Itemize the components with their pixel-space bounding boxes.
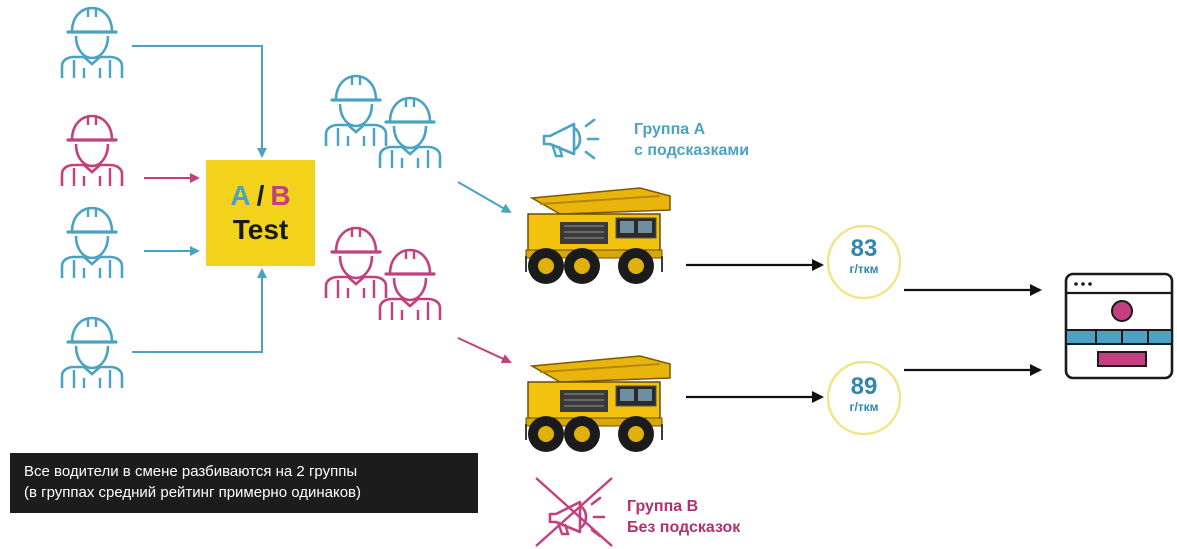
group-a-label: Группа А с подсказками <box>634 119 749 161</box>
metric-a-value: 83 <box>850 235 878 262</box>
crossed-megaphone-icon <box>535 477 613 547</box>
metric-group-a: 83 г/ткм <box>828 235 900 277</box>
ab-letter-a: A <box>230 180 251 211</box>
group-b-subtitle: Без подсказок <box>627 519 741 536</box>
ab-test-label: Test <box>232 214 289 245</box>
ab-slash: / <box>256 180 265 211</box>
connector-arrow <box>457 181 512 213</box>
worker-icon <box>60 316 124 390</box>
metric-b-value: 89 <box>850 373 878 400</box>
worker-icon <box>60 6 124 80</box>
ab-letter-b: B <box>270 180 291 211</box>
megaphone-icon <box>542 118 600 160</box>
group-b-title: Группа В <box>627 498 699 515</box>
metric-circle <box>826 360 902 436</box>
metric-a-unit: г/ткм <box>849 262 879 276</box>
ab-test-box: A / B Test <box>206 160 315 266</box>
group-a-subtitle: с подсказками <box>634 142 750 159</box>
connector-arrow <box>132 45 267 158</box>
metric-b-unit: г/ткм <box>849 400 879 414</box>
connector-arrow <box>132 268 267 353</box>
group-b-label: Группа В Без подсказок <box>627 496 740 538</box>
group-a-title: Группа А <box>634 121 706 138</box>
worker-icon <box>60 114 124 188</box>
worker-pair-icon <box>324 74 442 170</box>
metric-group-b: 89 г/ткм <box>828 373 900 415</box>
note-box: Все водители в смене разбиваются на 2 гр… <box>10 453 478 513</box>
dump-truck-icon <box>525 187 671 285</box>
connector-arrow <box>457 337 512 364</box>
note-line-1: Все водители в смене разбиваются на 2 гр… <box>24 463 358 480</box>
dump-truck-icon <box>525 355 671 453</box>
dashboard-icon <box>1064 272 1174 380</box>
worker-pair-icon <box>324 226 442 322</box>
metric-circle <box>826 224 902 300</box>
worker-icon <box>60 206 124 280</box>
note-line-2: (в группах средний рейтинг примерно один… <box>24 484 362 501</box>
